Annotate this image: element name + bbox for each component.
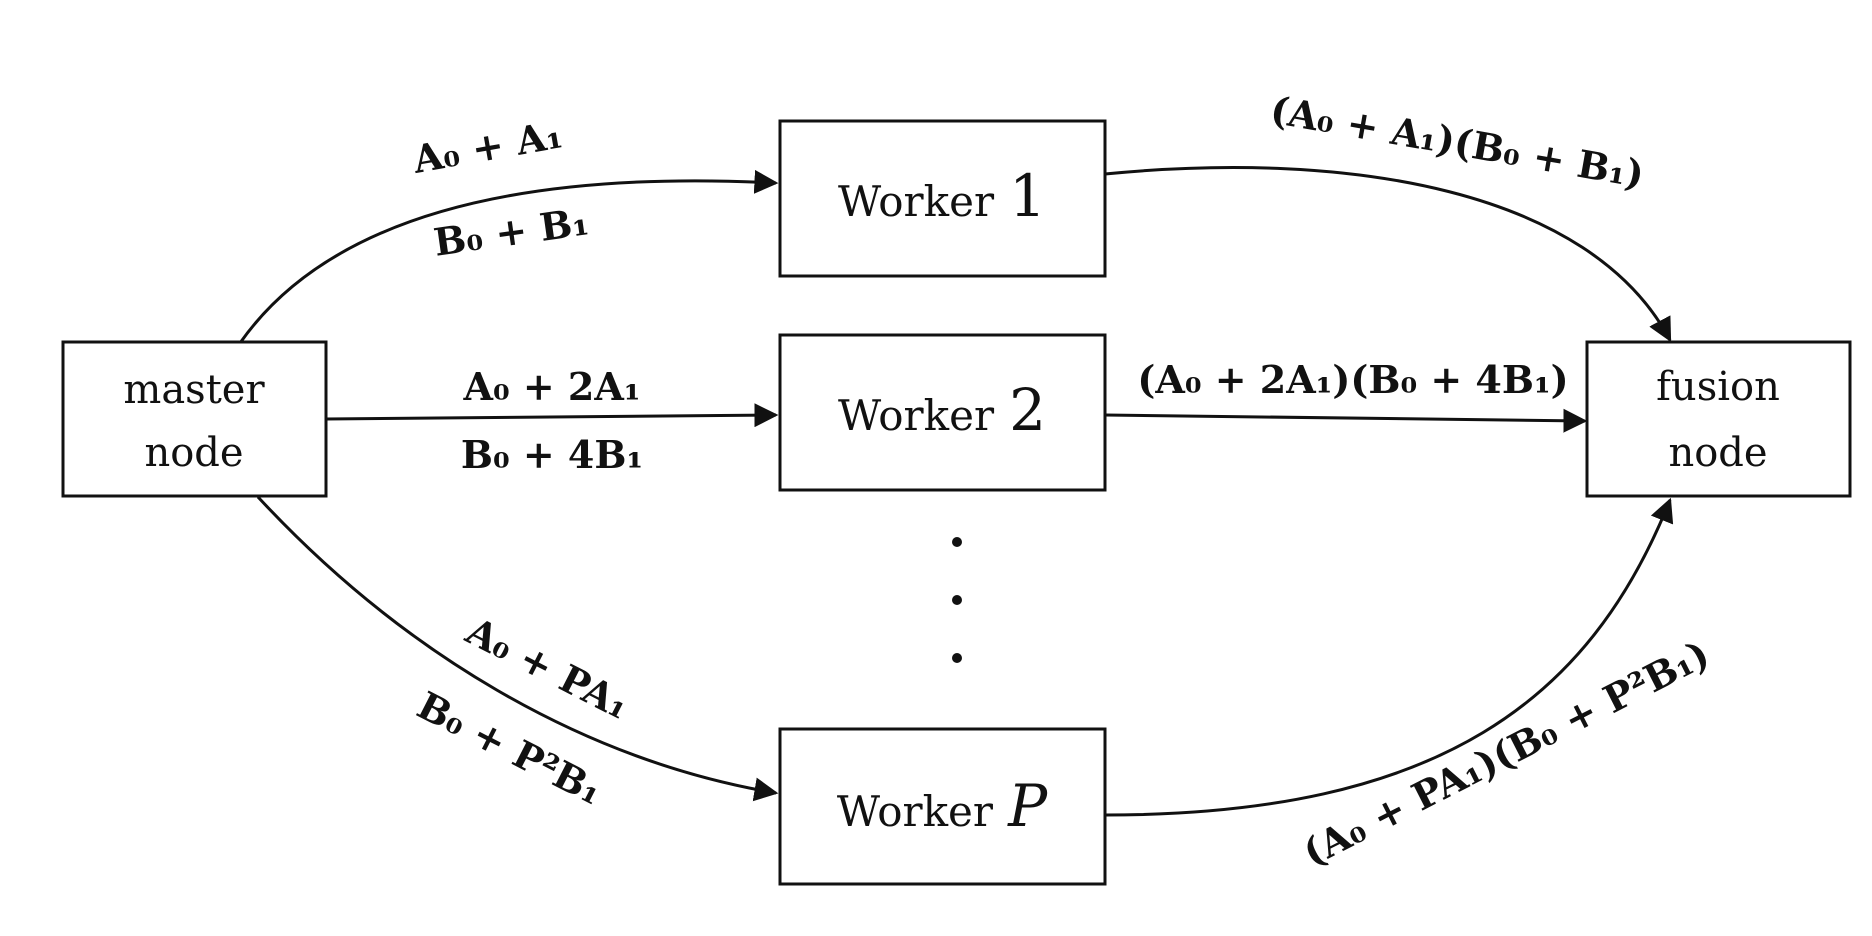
- worker-1-label: Worker: [838, 177, 995, 226]
- label-worker-1-output: (A₀ + A₁)(B₀ + B₁): [1267, 87, 1647, 197]
- fusion-node-line1: fusion: [1656, 364, 1780, 410]
- worker-p-label: Worker: [837, 787, 994, 836]
- master-node: master node: [61, 340, 328, 498]
- edge-master-to-worker-2: [325, 403, 779, 428]
- worker-2-label: Worker: [838, 391, 995, 440]
- master-node-line1: master: [123, 367, 265, 413]
- svg-text:Worker P: Worker P: [837, 772, 1048, 840]
- worker-p-index: P: [1007, 772, 1048, 840]
- master-node-line2: node: [144, 430, 243, 476]
- label-worker-1-input-a: A₀ + A₁: [409, 111, 566, 182]
- edge-worker-2-to-fusion: [1104, 408, 1588, 433]
- label-worker-2-input-b: B₀ + 4B₁: [461, 432, 643, 477]
- worker-2-node: Worker 2: [778, 333, 1107, 492]
- worker-1-index: 1: [1009, 162, 1046, 230]
- label-worker-p-output: (A₀ + PA₁)(B₀ + P²B₁): [1295, 631, 1716, 875]
- edge-master-to-worker-1: [238, 169, 779, 344]
- worker-p-node: Worker P: [778, 727, 1107, 886]
- edge-worker-1-to-fusion: [1104, 166, 1672, 343]
- worker-1-node: Worker 1: [778, 119, 1107, 278]
- edge-worker-p-to-fusion: [1104, 497, 1674, 817]
- label-worker-2-input-a: A₀ + 2A₁: [463, 364, 641, 409]
- workers-ellipsis: [952, 537, 962, 663]
- svg-text:Worker 2: Worker 2: [838, 376, 1046, 444]
- fusion-node: fusion node: [1585, 340, 1852, 498]
- label-worker-2-output: (A₀ + 2A₁)(B₀ + 4B₁): [1137, 357, 1568, 402]
- svg-text:Worker 1: Worker 1: [838, 162, 1046, 230]
- edge-master-to-worker-p: [256, 495, 779, 802]
- fusion-node-line2: node: [1668, 430, 1767, 476]
- worker-2-index: 2: [1009, 376, 1046, 444]
